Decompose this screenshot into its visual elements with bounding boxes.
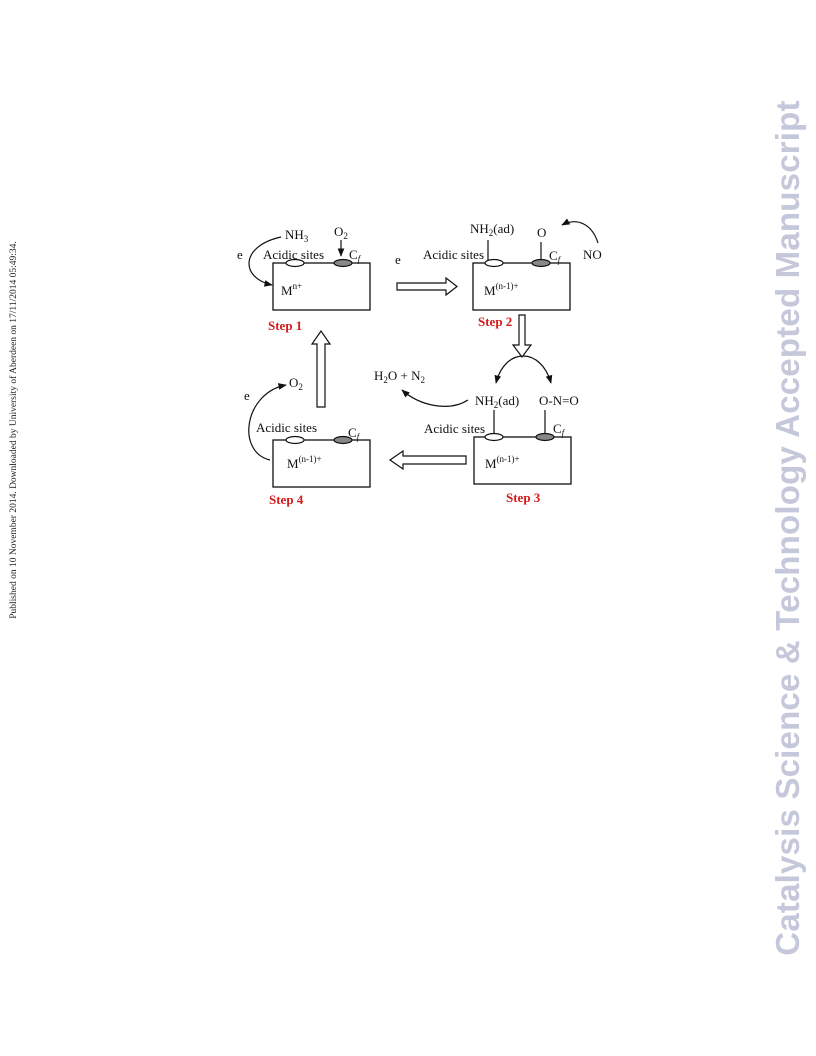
step2-no-arrow [561, 218, 599, 244]
step3-cf-label: Cf [553, 421, 566, 438]
step1-cf-site [333, 258, 353, 268]
step2-surface-box [472, 262, 571, 311]
step3-acidic-sites-label: Acidic sites [424, 421, 485, 436]
step2-nh2-label: NH2(ad) [470, 221, 514, 238]
step1-electron-arrow [248, 236, 282, 287]
step2-label: Step 2 [478, 314, 512, 329]
step3-products-label: H2O + N2 [374, 368, 425, 385]
step4-acidic-sites-label: Acidic sites [256, 420, 317, 435]
step2-acidic-sites-label: Acidic sites [423, 247, 484, 262]
step2-electron-label: e [395, 252, 401, 267]
step3-nh2-label: NH2(ad) [475, 393, 519, 410]
step3-nitrite-label: O-N=O [539, 393, 579, 408]
step4-cf-site [333, 435, 353, 445]
step1-cf-label: Cf [349, 247, 362, 264]
step1-label: Step 1 [268, 318, 302, 333]
step3-metal-label: M(n-1)+ [485, 454, 520, 471]
step3-group: NH2(ad) O-N=O H2O + N2 Acidic sites Cf M… [374, 355, 579, 505]
step2-oxygen-label: O [537, 225, 546, 240]
block-arrow-step4-to-step1 [310, 329, 332, 408]
block-arrow-step3-to-step4 [388, 449, 467, 471]
step4-group: O2 e Acidic sites Cf M(n-1)+ Step 4 [244, 375, 371, 507]
step1-acidic-sites-label: Acidic sites [263, 247, 324, 262]
step1-electron-label: e [237, 247, 243, 262]
step3-cf-site [535, 432, 555, 442]
step3-surface-box [473, 436, 572, 485]
step1-nh3-label: NH3 [285, 227, 309, 244]
step2-no-label: NO [583, 247, 602, 262]
step2-cf-label: Cf [549, 248, 562, 265]
block-arrow-step1-to-step2 [396, 276, 458, 297]
step1-metal-label: Mn+ [281, 281, 302, 298]
step2-cf-site [531, 258, 551, 268]
step3-coupling-arc [494, 355, 553, 384]
step1-o2-label: O2 [334, 224, 348, 241]
step4-o2-label: O2 [289, 375, 303, 392]
step3-product-arrow [401, 389, 469, 407]
step4-cf-label: Cf [348, 425, 361, 442]
step4-label: Step 4 [269, 492, 304, 507]
step3-label: Step 3 [506, 490, 541, 505]
step4-electron-label: e [244, 388, 250, 403]
step2-acidic-site [484, 258, 504, 268]
step1-acidic-site [285, 258, 305, 268]
step2-metal-label: M(n-1)+ [484, 281, 519, 298]
step4-metal-label: M(n-1)+ [287, 454, 322, 471]
step4-acidic-site [285, 435, 305, 445]
step2-group: NH2(ad) O NO Acidic sites Cf e M(n-1)+ S… [395, 218, 602, 329]
step4-surface-box [272, 439, 371, 488]
step1-surface-box [272, 262, 371, 311]
step1-group: NH3 O2 Acidic sites Cf e Mn+ Step 1 [237, 224, 371, 333]
step4-electron-arrow [248, 383, 287, 461]
block-arrow-step2-to-step3 [511, 314, 533, 358]
step3-acidic-site [484, 432, 504, 442]
